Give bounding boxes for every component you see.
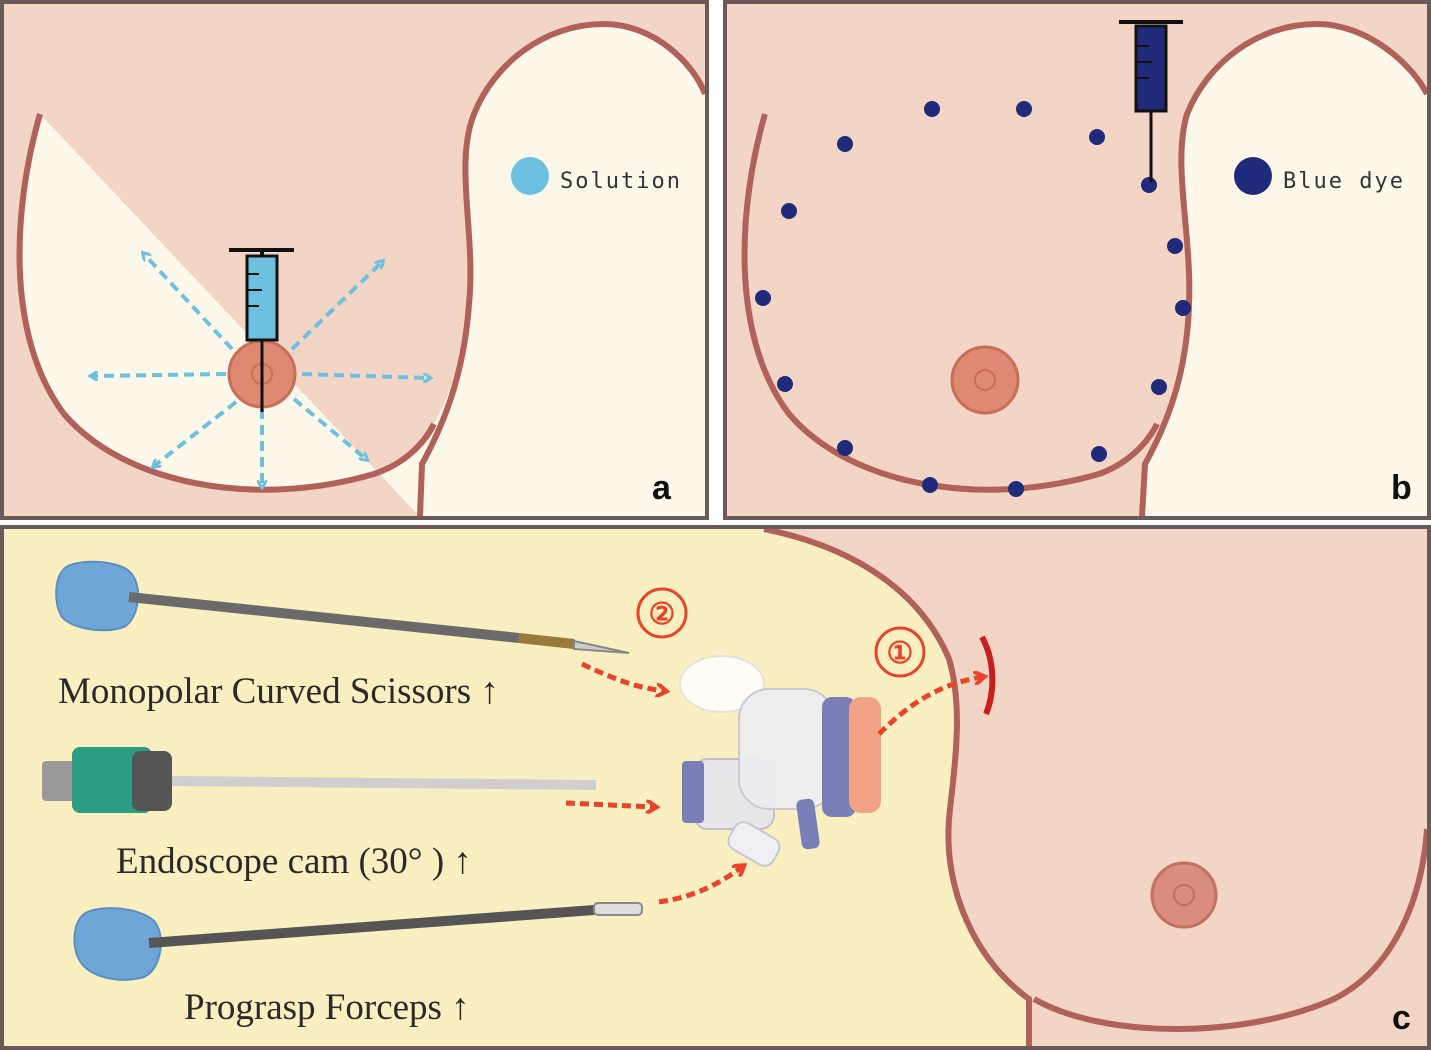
dye-spot xyxy=(1141,177,1157,193)
dye-spot xyxy=(1008,481,1024,497)
prograsp-forceps xyxy=(73,902,643,981)
arrow-endoscope xyxy=(565,803,654,807)
panel-letter-c: c xyxy=(1392,999,1411,1037)
endoscope-camera xyxy=(42,747,597,813)
chest-region xyxy=(1142,24,1427,516)
chest-outline xyxy=(763,529,1032,1046)
dye-spot xyxy=(837,136,853,152)
endoscope-label: Endoscope cam (30° ) ↑ xyxy=(116,841,472,882)
chest-outline xyxy=(417,20,705,516)
endoscope-shaft xyxy=(171,776,597,790)
insertion-arrows xyxy=(565,661,982,905)
solution-legend-swatch xyxy=(511,157,549,195)
arrow-upper-right xyxy=(290,262,382,351)
chest-region xyxy=(19,24,705,516)
dye-spot xyxy=(1089,129,1105,145)
dye-spot xyxy=(922,477,938,493)
monopolar-scissors xyxy=(55,560,630,654)
dye-spot xyxy=(1175,300,1191,316)
dye-spot xyxy=(837,440,853,456)
syringe-icon xyxy=(229,248,294,412)
nipple xyxy=(950,345,1020,415)
breast-outline xyxy=(16,113,437,493)
panel-b-illustration: Blue dye b xyxy=(727,4,1427,516)
infiltration-arrows xyxy=(92,254,429,486)
panel-letter-b: b xyxy=(1391,469,1412,507)
single-port-trocar xyxy=(679,655,881,867)
step-1-marker: ① xyxy=(887,637,914,670)
dye-spot xyxy=(1091,446,1107,462)
nipple-center xyxy=(974,369,996,391)
arrow-scissors xyxy=(580,661,664,691)
dye-spot xyxy=(1016,101,1032,117)
panel-c-illustration: ② ① Monopolar Curved Scissors ↑ Endoscop… xyxy=(4,529,1427,1046)
nipple xyxy=(1150,861,1218,929)
step-2-marker: ② xyxy=(649,598,676,631)
dye-spot xyxy=(755,290,771,306)
nipple-center xyxy=(1173,884,1195,906)
arrow-lower-left xyxy=(154,400,238,466)
panel-a: Solution a xyxy=(0,0,709,520)
forceps-shaft xyxy=(148,905,595,948)
blue-dye-legend-swatch xyxy=(1234,157,1272,195)
panel-b: Blue dye b xyxy=(723,0,1431,520)
dye-spot xyxy=(781,203,797,219)
syringe-icon xyxy=(1119,20,1183,182)
step-1-circle xyxy=(874,626,926,678)
scissors-handle xyxy=(55,560,140,632)
endoscope-coupler xyxy=(132,751,172,811)
scissors-tip xyxy=(573,639,630,654)
arrow-left xyxy=(92,374,227,376)
arrow-right xyxy=(301,372,429,378)
forceps-tip xyxy=(593,902,643,916)
forceps-label: Prograsp Forceps ↑ xyxy=(184,987,470,1028)
forceps-handle xyxy=(73,907,162,981)
dye-spot xyxy=(1151,379,1167,395)
solution-legend-label: Solution xyxy=(560,169,682,194)
scissors-shaft xyxy=(128,592,520,643)
arrow-incision xyxy=(877,677,982,736)
scissors-label: Monopolar Curved Scissors ↑ xyxy=(58,671,499,712)
breast-outline xyxy=(741,113,1160,493)
scissors-wrist xyxy=(518,633,575,649)
dye-spot xyxy=(777,376,793,392)
step-2-circle xyxy=(636,587,688,639)
panel-letter-a: a xyxy=(652,469,672,507)
port-ring xyxy=(822,697,856,817)
panel-a-illustration: Solution a xyxy=(4,4,705,516)
dye-spot xyxy=(924,101,940,117)
dye-injection-points xyxy=(755,101,1191,497)
arrow-forceps xyxy=(658,867,742,905)
port-cap xyxy=(849,697,881,813)
dye-spot xyxy=(1167,238,1183,254)
panel-c: ② ① Monopolar Curved Scissors ↑ Endoscop… xyxy=(0,525,1431,1050)
incision-mark xyxy=(979,635,996,716)
chest-outline xyxy=(1139,20,1427,516)
arrow-upper-left xyxy=(144,254,234,351)
blue-dye-legend-label: Blue dye xyxy=(1283,169,1405,194)
breast-outline xyxy=(1032,828,1427,1032)
